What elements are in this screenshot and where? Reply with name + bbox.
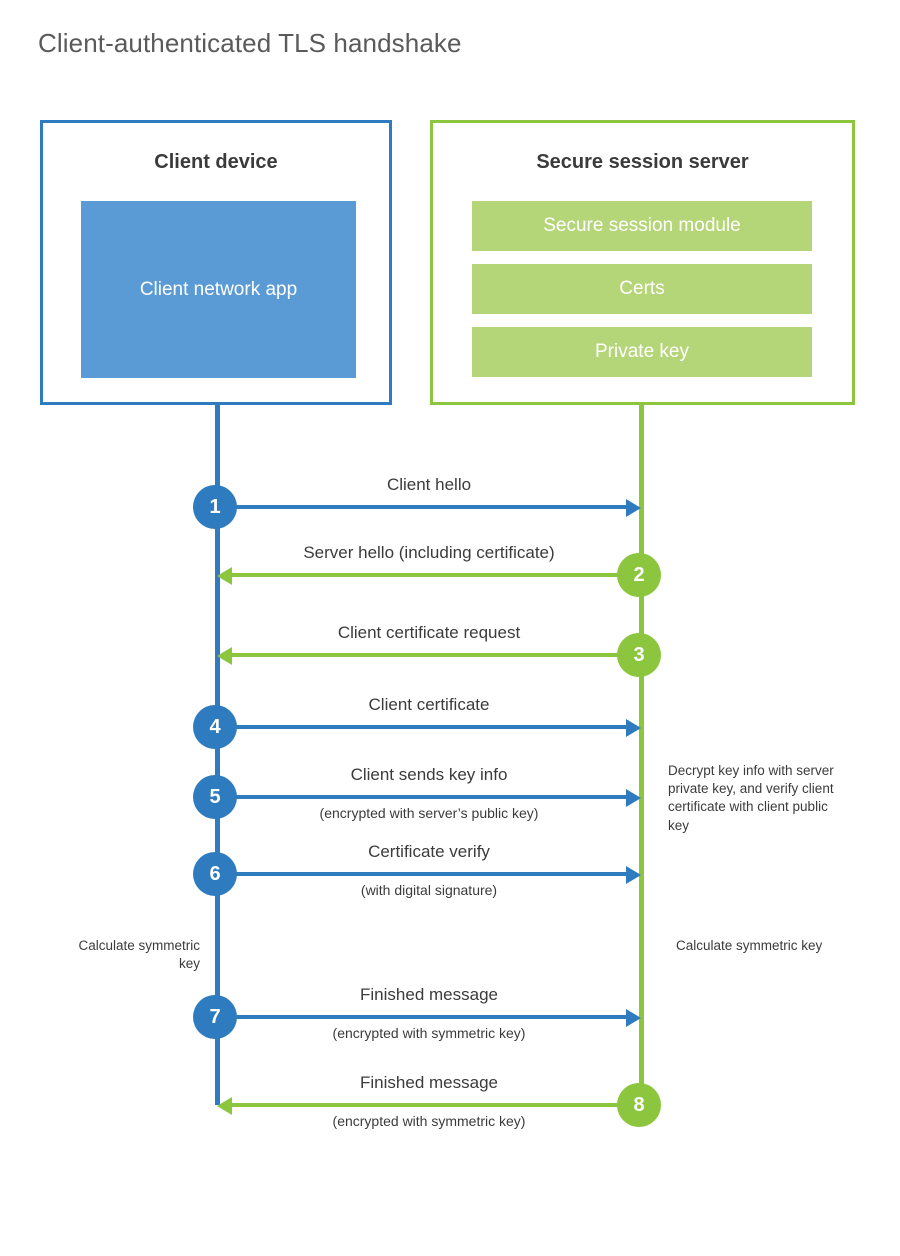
- step-badge-2[interactable]: 2: [617, 553, 661, 597]
- message-label-3: Client certificate request: [337, 623, 521, 642]
- note-server-decrypt: Decrypt key info with server private key…: [668, 763, 834, 833]
- server-component-certs: Certs: [472, 264, 812, 314]
- page-title: Client-authenticated TLS handshake: [38, 28, 462, 58]
- arrow-head-icon-2: [217, 567, 232, 585]
- step-badge-1[interactable]: 1: [193, 485, 237, 529]
- note-server-calculate-symmetric-key: Calculate symmetric key: [676, 938, 823, 953]
- secure-session-server-box: Secure session server Secure session mod…: [430, 120, 855, 405]
- step-badge-6[interactable]: 6: [193, 852, 237, 896]
- arrow-head-icon-3: [217, 647, 232, 665]
- message-sublabel-5: (encrypted with server’s public key): [319, 805, 539, 821]
- step-badge-5[interactable]: 5: [193, 775, 237, 819]
- server-component-secure-session-module: Secure session module: [472, 201, 812, 251]
- step-badge-4[interactable]: 4: [193, 705, 237, 749]
- arrow-head-icon-7: [626, 1009, 641, 1027]
- message-arrow-line-4: [217, 725, 627, 729]
- client-lifeline: [215, 405, 220, 1105]
- message-label-4: Client certificate: [368, 695, 490, 714]
- message-label-1: Client hello: [386, 475, 472, 494]
- server-lifeline: [639, 405, 644, 1105]
- message-arrow-line-3: [231, 653, 641, 657]
- arrow-head-icon-6: [626, 866, 641, 884]
- arrow-head-icon-4: [626, 719, 641, 737]
- arrow-head-icon-1: [626, 499, 641, 517]
- note-client-calculate-symmetric-key: Calculate symmetric key: [78, 938, 200, 972]
- client-device-title: Client device: [154, 151, 278, 173]
- step-badge-7[interactable]: 7: [193, 995, 237, 1039]
- message-label-7: Finished message: [360, 985, 498, 1004]
- arrow-head-icon-8: [217, 1097, 232, 1115]
- step-badge-3[interactable]: 3: [617, 633, 661, 677]
- message-label-2: Server hello (including certificate): [303, 543, 555, 562]
- message-arrow-line-2: [231, 573, 641, 577]
- server-component-private-key: Private key: [472, 327, 812, 377]
- message-sublabel-8: (encrypted with symmetric key): [332, 1113, 526, 1129]
- message-arrow-line-6: [217, 872, 627, 876]
- step-badge-8[interactable]: 8: [617, 1083, 661, 1127]
- message-label-5: Client sends key info: [350, 765, 508, 784]
- message-sublabel-7: (encrypted with symmetric key): [332, 1025, 526, 1041]
- arrow-head-icon-5: [626, 789, 641, 807]
- client-device-box: Client device Client network app: [40, 120, 392, 405]
- client-network-app-block: Client network app: [81, 201, 356, 378]
- secure-session-server-title: Secure session server: [536, 151, 749, 173]
- message-arrow-line-1: [217, 505, 627, 509]
- message-sublabel-6: (with digital signature): [360, 882, 498, 898]
- message-arrow-line-5: [217, 795, 627, 799]
- message-label-6: Certificate verify: [368, 842, 490, 861]
- message-label-8: Finished message: [360, 1073, 498, 1092]
- message-arrow-line-7: [217, 1015, 627, 1019]
- message-arrow-line-8: [231, 1103, 641, 1107]
